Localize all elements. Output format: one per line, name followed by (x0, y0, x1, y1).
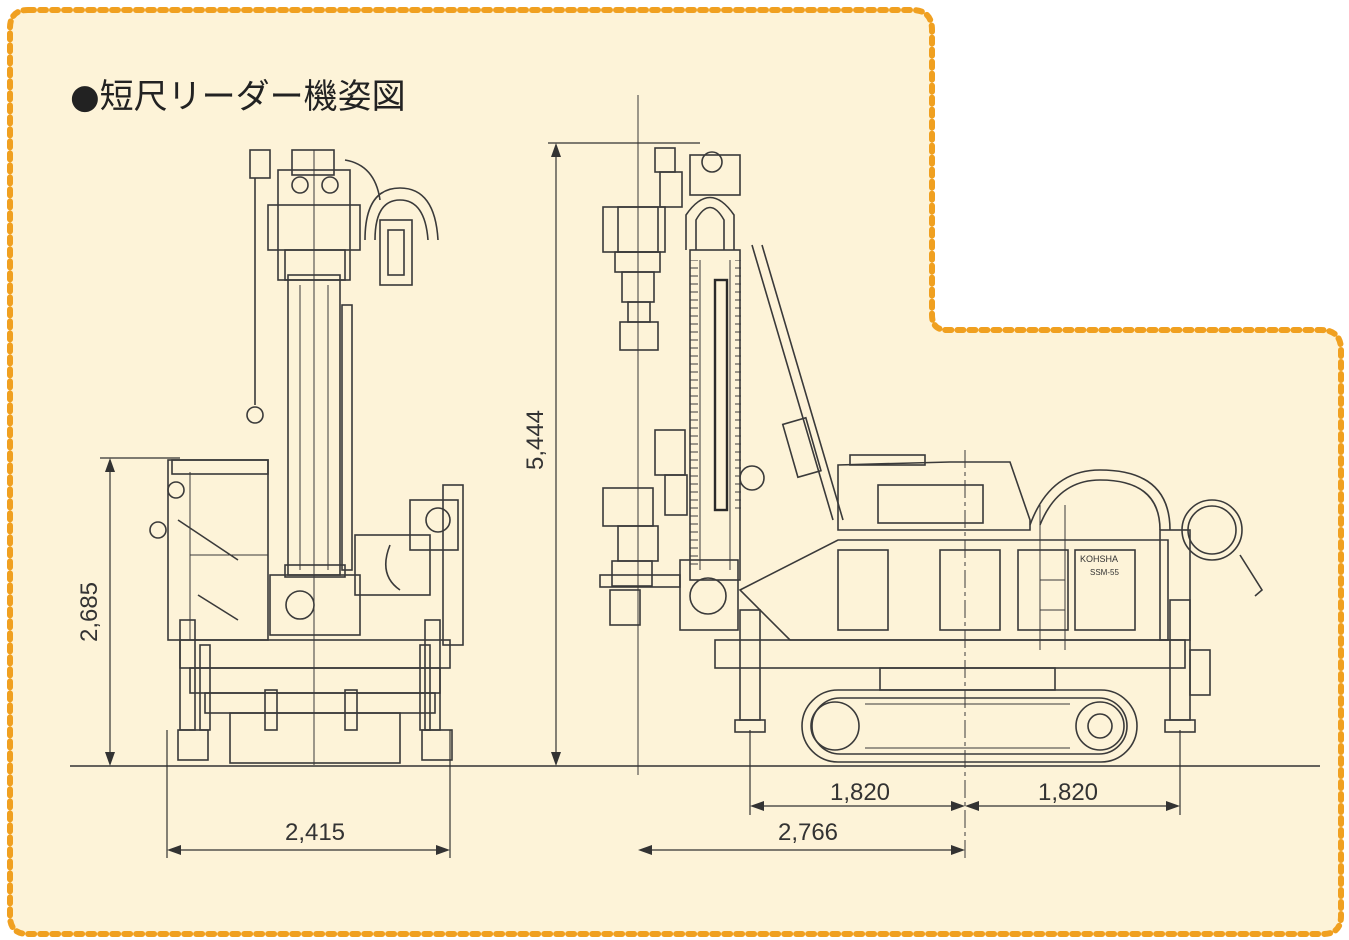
machine-model-label: SSM-55 (1090, 568, 1119, 577)
dim-side-outrigger-right: 1,820 (1038, 779, 1098, 806)
machine-brand-label: KOHSHA (1080, 554, 1118, 564)
dim-front-width: 2,415 (285, 819, 345, 846)
dimension-lines (100, 142, 1181, 858)
dim-side-height: 5,444 (522, 410, 549, 470)
dim-side-outrigger-left: 1,820 (830, 779, 890, 806)
dim-side-front-to-center: 2,766 (778, 819, 838, 846)
dim-front-height: 2,685 (76, 582, 103, 642)
side-view-machine: KOHSHA SSM-55 (599, 95, 1264, 860)
front-view-machine (149, 149, 464, 765)
page-title: ●短尺リーダー機姿図 (70, 77, 406, 117)
panel-frame (7, 7, 1344, 937)
